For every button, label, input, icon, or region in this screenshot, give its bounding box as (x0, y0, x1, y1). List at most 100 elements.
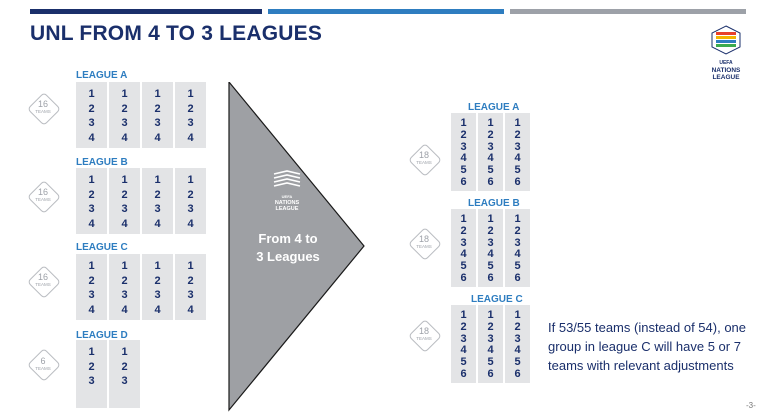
group-slot-number: 1 (460, 213, 467, 225)
group-slot-number: 1 (88, 346, 95, 358)
team-count-word: TEAMS (35, 282, 51, 287)
arrow-caption: From 4 to 3 Leagues (246, 230, 330, 266)
group-slot-number: 2 (154, 188, 161, 201)
group-slot-number: 4 (88, 217, 95, 230)
team-count-number: 16 (37, 187, 48, 197)
group-slot-number: 2 (154, 102, 161, 115)
group-slot-number: 3 (514, 332, 521, 345)
group-slot-number: 4 (154, 131, 161, 144)
group-slot-number: 1 (487, 213, 494, 225)
group-slot-number: 4 (460, 248, 467, 261)
group-slot-number: 3 (187, 289, 194, 301)
logo-wordmark: UEFA NATIONS LEAGUE (704, 60, 748, 81)
league-label: LEAGUE C (471, 294, 523, 305)
group-slot-number: 5 (460, 356, 467, 369)
group-slot-number: 2 (88, 188, 95, 201)
mini-league-logo-icon (273, 170, 301, 187)
team-count-label: 6 TEAMS (23, 357, 63, 372)
group-slot-number: 4 (487, 344, 494, 357)
group-slot-number: 1 (154, 174, 161, 186)
group-slot-number: 2 (514, 128, 521, 141)
transition-arrow (228, 82, 365, 412)
team-count-label: 18 TEAMS (404, 327, 444, 342)
logo-line-1: UEFA (719, 60, 733, 66)
group-slot-number: 3 (487, 332, 494, 345)
group-slot-number: 4 (88, 303, 95, 316)
group-slot-number: 6 (514, 271, 521, 284)
team-count-word: TEAMS (35, 109, 51, 114)
group-slot-number: 3 (460, 332, 467, 345)
mini-logo-line-3: LEAGUE (275, 206, 299, 212)
group-slot-number: 2 (487, 320, 494, 333)
group-slot-number: 2 (487, 128, 494, 141)
group-slot-number: 1 (487, 309, 494, 321)
group-slot-number: 6 (487, 367, 494, 380)
group-slot-number: 2 (154, 274, 161, 287)
team-count-label: 16 TEAMS (23, 100, 63, 115)
group-slot-number: 3 (487, 236, 494, 249)
group-slot-number: 4 (514, 344, 521, 357)
group-slot-number: 3 (487, 140, 494, 153)
group-slot-number: 6 (514, 367, 521, 380)
group-slot-number: 1 (514, 309, 521, 321)
group-slot-number: 6 (514, 175, 521, 188)
group-slot-number: 3 (121, 289, 128, 301)
group-slot-number: 3 (88, 375, 95, 387)
arrow-caption-line-1: From 4 to (258, 231, 318, 246)
group-slot-number: 2 (514, 224, 521, 237)
team-count-word: TEAMS (35, 366, 51, 371)
group-slot-number: 1 (121, 260, 128, 272)
mini-logo-line-1: UEFA (281, 194, 293, 199)
group-slot-number: 4 (487, 152, 494, 165)
mini-league-wordmark: UEFA NATIONS LEAGUE (266, 194, 308, 212)
group-slot-number: 4 (121, 131, 128, 144)
group-slot-number: 3 (154, 117, 161, 129)
league-label: LEAGUE A (76, 70, 128, 81)
group-slot-number: 1 (514, 117, 521, 129)
team-count-label: 18 TEAMS (404, 235, 444, 250)
group-slot-number: 5 (487, 260, 494, 273)
team-count-number: 18 (418, 234, 429, 244)
arrow-caption-line-2: 3 Leagues (256, 249, 320, 264)
page-number: -3- (746, 401, 756, 410)
group-slot-number: 6 (460, 175, 467, 188)
league-label: LEAGUE C (76, 242, 128, 253)
group-slot-number: 2 (187, 188, 194, 201)
group-slot-number: 3 (514, 140, 521, 153)
group-slot-number: 2 (460, 320, 467, 333)
logo-line-2: NATIONS (711, 67, 741, 74)
group-slot-number: 6 (460, 367, 467, 380)
team-count-number: 18 (418, 150, 429, 160)
group-slot-number: 4 (460, 152, 467, 165)
slide-title: UNL FROM 4 TO 3 LEAGUES (30, 22, 323, 45)
top-bar-blue (268, 9, 504, 14)
mini-logo-line-2: NATIONS (274, 200, 300, 206)
group-slot-number: 2 (487, 224, 494, 237)
group-slot-number: 2 (121, 360, 128, 373)
team-count-number: 16 (37, 272, 48, 282)
group-slot-number: 6 (487, 175, 494, 188)
group-slot-number: 1 (187, 174, 194, 186)
group-slot-number: 1 (88, 174, 95, 186)
group-slot-number: 2 (121, 188, 128, 201)
league-label: LEAGUE B (468, 198, 520, 209)
team-count-word: TEAMS (416, 244, 432, 249)
team-count-label: 16 TEAMS (23, 273, 63, 288)
group-slot-number: 3 (154, 289, 161, 301)
team-count-number: 6 (40, 356, 46, 366)
group-slot-number: 1 (121, 346, 128, 358)
